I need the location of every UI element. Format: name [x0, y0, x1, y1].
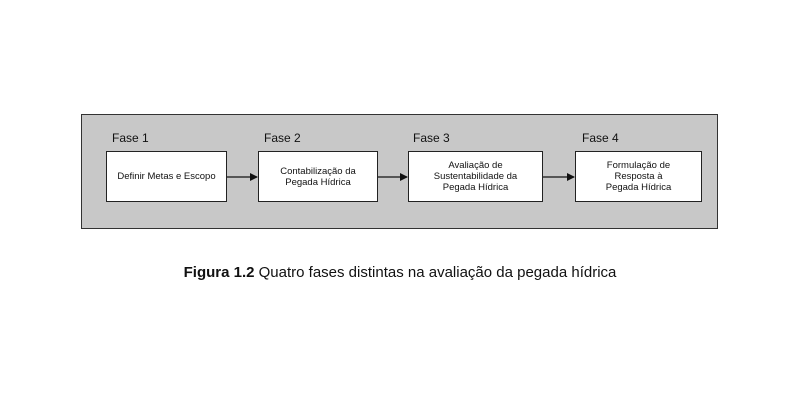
phase-3-text: Avaliação de Sustentabilidade da Pegada …	[433, 160, 518, 193]
phase-4-label: Fase 4	[582, 131, 619, 145]
phase-3-box: Avaliação de Sustentabilidade da Pegada …	[408, 151, 543, 202]
phase-1-label: Fase 1	[112, 131, 149, 145]
phase-2-label: Fase 2	[264, 131, 301, 145]
caption-text: Quatro fases distintas na avaliação da p…	[258, 264, 617, 281]
phase-1-text: Definir Metas e Escopo	[117, 171, 216, 182]
phase-4-box: Formulação de Resposta à Pegada Hídrica	[575, 151, 702, 202]
phase-2-box: Contabilização da Pegada Hídrica	[258, 151, 378, 202]
phase-2-text: Contabilização da Pegada Hídrica	[280, 165, 356, 188]
caption-label: Figura 1.2	[183, 264, 255, 281]
phase-3-label: Fase 3	[413, 131, 450, 145]
phase-4-text: Formulação de Resposta à Pegada Hídrica	[605, 160, 672, 193]
phase-1-box: Definir Metas e Escopo	[106, 151, 227, 202]
figure-caption: Figura 1.2 Quatro fases distintas na ava…	[0, 264, 800, 281]
